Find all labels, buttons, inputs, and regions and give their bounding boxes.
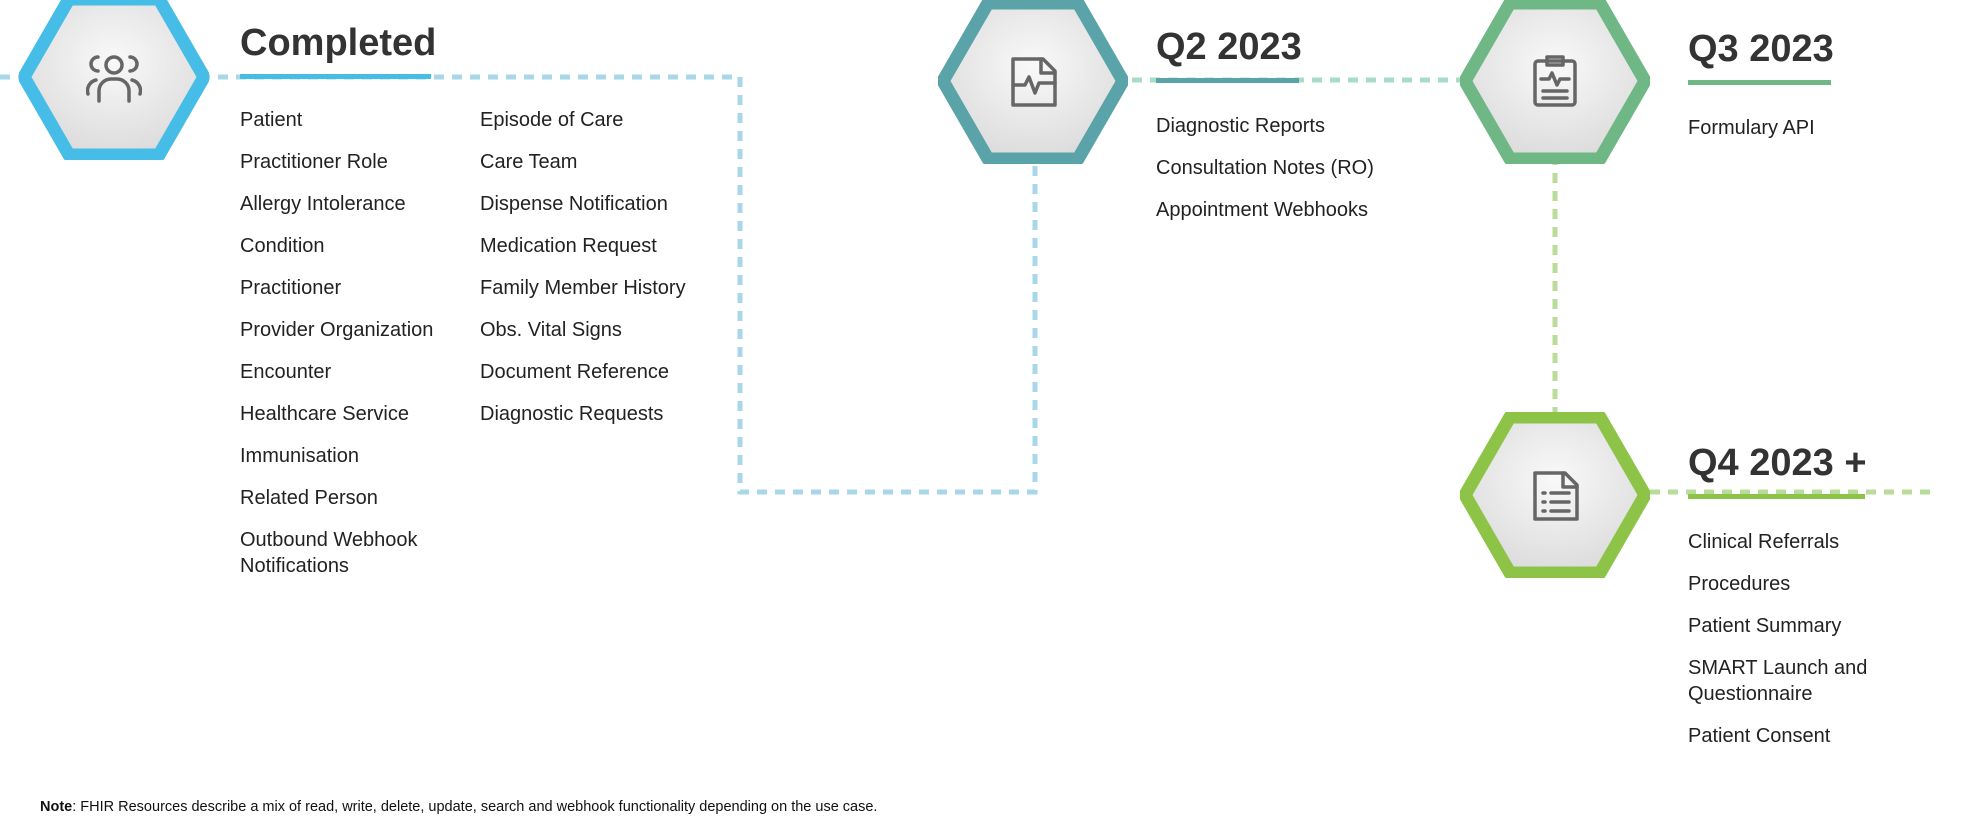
document-list-icon [1527, 467, 1583, 523]
footnote: Note: FHIR Resources describe a mix of r… [40, 799, 877, 815]
list-item: Appointment Webhooks [1156, 199, 1368, 221]
list-item: SMART Launch and Questionnaire [1688, 657, 1868, 705]
stage-underline-q2-2023 [1156, 78, 1299, 83]
stage-underline-q3-2023 [1688, 80, 1831, 85]
q3-2023-list: Formulary API [1688, 115, 1888, 157]
stage-underline-q4-2023 [1688, 494, 1865, 499]
list-item: Patient Summary [1688, 615, 1842, 637]
completed-list-col2: Episode of Care Care Team Dispense Notif… [480, 107, 720, 443]
list-item: Outbound Webhook Notifications [240, 529, 418, 577]
stage-title-q3-2023: Q3 2023 [1688, 28, 1834, 70]
list-item: Patient [240, 109, 303, 131]
stage-title-q4-2023: Q4 2023 + [1688, 442, 1867, 484]
list-item: Consultation Notes (RO) [1156, 157, 1374, 179]
hex-q4-2023 [1460, 412, 1650, 578]
list-item: Provider Organization [240, 319, 434, 341]
list-item: Diagnostic Reports [1156, 115, 1325, 137]
list-item: Immunisation [240, 445, 359, 467]
list-item: Related Person [240, 487, 378, 509]
users-icon [86, 49, 142, 105]
hex-completed [19, 0, 209, 160]
stage-underline-completed [240, 74, 431, 79]
list-item: Practitioner Role [240, 151, 388, 173]
list-item: Healthcare Service [240, 403, 409, 425]
list-item: Formulary API [1688, 117, 1815, 139]
list-item: Clinical Referrals [1688, 531, 1840, 553]
list-item: Allergy Intolerance [240, 193, 406, 215]
list-item: Condition [240, 235, 325, 257]
footnote-text: : FHIR Resources describe a mix of read,… [72, 799, 878, 815]
list-item: Encounter [240, 361, 332, 383]
list-item: Dispense Notification [480, 193, 668, 215]
list-item: Document Reference [480, 361, 669, 383]
completed-list-col1: Patient Practitioner Role Allergy Intole… [240, 107, 460, 595]
stage-title-completed: Completed [240, 22, 437, 64]
clipboard-pulse-icon [1527, 53, 1583, 109]
hex-q2-2023 [938, 0, 1128, 164]
q4-2023-list: Clinical Referrals Procedures Patient Su… [1688, 529, 1918, 765]
list-item: Care Team [480, 151, 578, 173]
list-item: Procedures [1688, 573, 1791, 595]
document-pulse-icon [1005, 53, 1061, 109]
footnote-label: Note [40, 799, 73, 815]
list-item: Family Member History [480, 277, 686, 299]
list-item: Obs. Vital Signs [480, 319, 622, 341]
hex-q3-2023 [1460, 0, 1650, 164]
list-item: Diagnostic Requests [480, 403, 664, 425]
list-item: Episode of Care [480, 109, 624, 131]
list-item: Practitioner [240, 277, 342, 299]
list-item: Patient Consent [1688, 725, 1831, 747]
stage-title-q2-2023: Q2 2023 [1156, 26, 1302, 68]
q2-2023-list: Diagnostic Reports Consultation Notes (R… [1156, 113, 1416, 239]
list-item: Medication Request [480, 235, 657, 257]
